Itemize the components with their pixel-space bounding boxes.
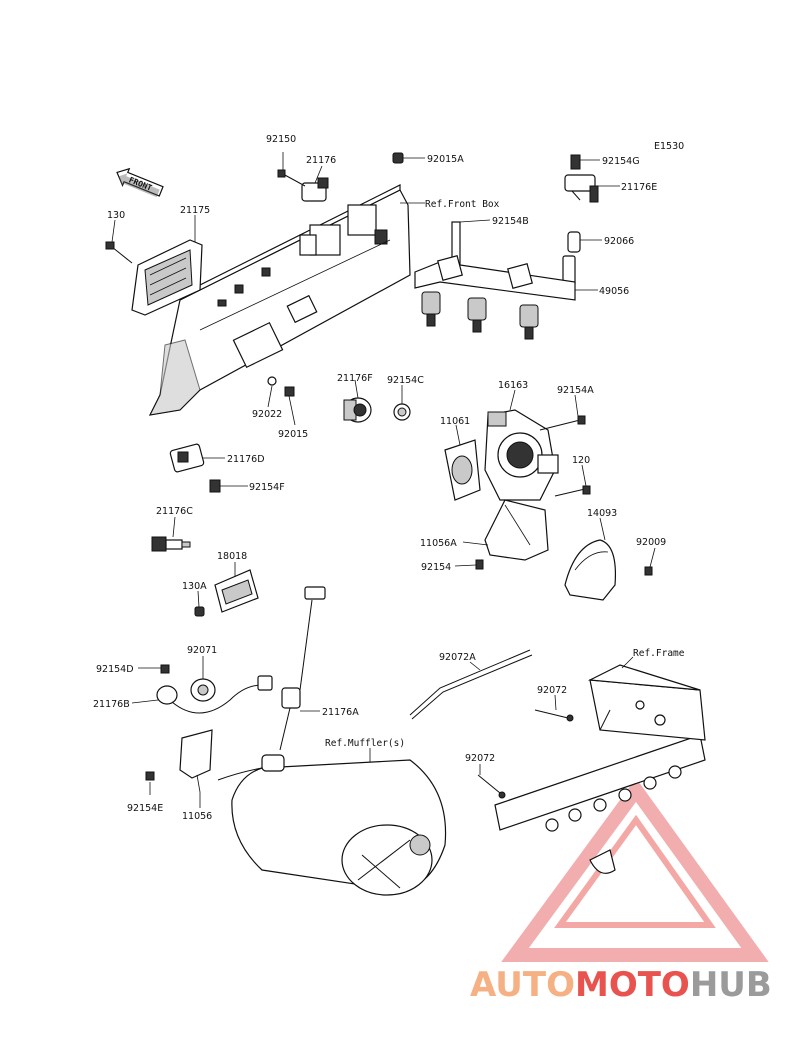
part-label-16163: 16163: [498, 380, 528, 391]
part-label-130: 130: [107, 210, 125, 221]
watermark-part-auto: AUTO: [470, 965, 575, 1005]
part-label-49056: 49056: [599, 286, 629, 297]
washer-92154c: [393, 403, 411, 421]
part-label-92071: 92071: [187, 645, 217, 656]
part-label-92072-lower: 92072: [465, 753, 495, 764]
front-arrow-icon: FRONT: [116, 167, 164, 198]
injector-3: [519, 304, 539, 340]
watermark-text: AUTOMOTOHUB: [470, 965, 772, 1005]
part-label-21176: 21176: [306, 155, 336, 166]
bolt-130a: [194, 606, 205, 617]
part-label-11056a: 11056A: [420, 538, 457, 549]
bolt-130: [105, 241, 133, 264]
bracket-11056a: [484, 499, 549, 561]
part-label-21176d: 21176D: [227, 454, 265, 465]
part-label-92072-upper: 92072: [537, 685, 567, 696]
part-label-11056: 11056: [182, 811, 212, 822]
cable-tie-92072a: [409, 649, 533, 720]
fuel-rail-49056: [414, 255, 576, 340]
sensor-21176e: [564, 154, 599, 203]
part-label-92154a: 92154A: [557, 385, 594, 396]
part-label-21176a: 21176A: [322, 707, 359, 718]
cover-14093: [564, 539, 617, 601]
sensor-21176f: [343, 397, 372, 423]
part-label-92154d: 92154D: [96, 664, 134, 675]
cable-tie-92072-lower: [477, 774, 506, 799]
injector-1: [421, 291, 441, 327]
cable-tie-92072-upper: [534, 709, 574, 722]
ref-frame: Ref.Frame: [633, 648, 685, 659]
part-label-18018: 18018: [217, 551, 247, 562]
bolt-92009: [644, 566, 653, 576]
throttle-body-16163: [484, 409, 559, 501]
muffler: [217, 754, 447, 896]
ref-mufflers: Ref.Muffler(s): [325, 738, 405, 749]
part-label-21176b: 21176B: [93, 699, 130, 710]
part-label-92154c: 92154C: [387, 375, 424, 386]
sensor-21176a: [279, 586, 326, 751]
sensor-21176: [277, 169, 329, 202]
part-label-92015a: 92015A: [427, 154, 464, 165]
bolt-120: [554, 485, 591, 497]
part-label-92072a: 92072A: [439, 652, 476, 663]
watermark-part-hub: HUB: [690, 965, 772, 1005]
part-label-21175: 21175: [180, 205, 210, 216]
part-label-92154e: 92154E: [127, 803, 163, 814]
part-label-21176c: 21176C: [156, 506, 193, 517]
washer-92022: [267, 376, 277, 386]
part-label-92066: 92066: [604, 236, 634, 247]
module-21175: [131, 239, 203, 316]
part-label-14093: 14093: [587, 508, 617, 519]
nut-92015: [284, 386, 295, 397]
nut-92015a: [392, 152, 404, 164]
part-label-92022: 92022: [252, 409, 282, 420]
diagram-code: E1530: [654, 141, 684, 152]
leader-lines: [111, 152, 656, 808]
part-label-92154f: 92154F: [249, 482, 285, 493]
sensor-21176b: [156, 664, 273, 714]
part-label-21176f: 21176F: [337, 373, 373, 384]
part-label-130a: 130A: [182, 581, 207, 592]
injector-2: [467, 297, 487, 333]
cap-92066: [562, 231, 581, 287]
bolt-92154a: [539, 415, 586, 431]
watermark-part-moto: MOTO: [575, 965, 690, 1005]
part-label-21176e: 21176E: [621, 182, 657, 193]
part-label-92154g: 92154G: [602, 156, 640, 167]
part-label-92154b: 92154B: [492, 216, 529, 227]
part-label-11061: 11061: [440, 416, 470, 427]
bracket-11056: [179, 729, 213, 793]
part-label-92015: 92015: [278, 429, 308, 440]
part-label-92150: 92150: [266, 134, 296, 145]
bolt-92154e: [145, 771, 155, 781]
sensor-21176c: [151, 536, 191, 552]
part-label-120: 120: [572, 455, 590, 466]
grommet-92071: [190, 678, 216, 702]
watermark-logo: [501, 778, 769, 962]
ref-front-box: Ref.Front Box: [425, 199, 500, 210]
bracket-18018: [214, 569, 259, 613]
sensor-21176d: [169, 443, 221, 493]
part-label-92154: 92154: [421, 562, 451, 573]
bolt-92154: [475, 559, 484, 570]
frame: [494, 664, 706, 874]
part-label-92009: 92009: [636, 537, 666, 548]
gasket-11061: [444, 439, 481, 501]
front-box: [148, 184, 411, 416]
